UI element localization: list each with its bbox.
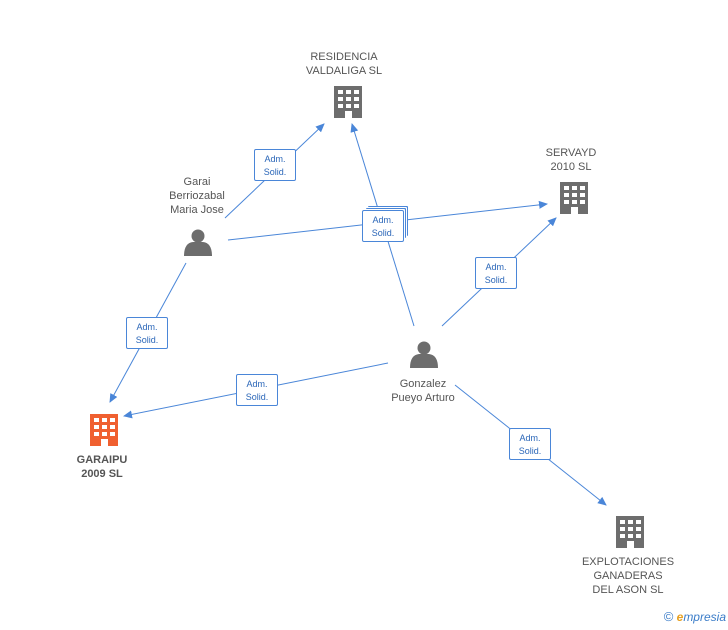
brand-footer: © empresia [664,609,726,624]
relation-type: Solid. [371,228,395,238]
company-label-garaipu[interactable]: GARAIPU 2009 SL [77,453,128,481]
company-label-servayd[interactable]: SERVAYD 2010 SL [546,146,597,174]
relation-type: Solid. [263,167,287,177]
label-line: Garai [183,176,211,188]
relation-type: Solid. [484,275,508,285]
person-label-garai[interactable]: Garai Berriozabal Maria Jose [169,175,225,217]
person-icon[interactable] [184,229,212,257]
label-line: DEL ASON SL [592,584,664,596]
brand-logo-text: mpresia [683,610,726,624]
label-line: SERVAYD [545,147,597,159]
relation-role: Adm. [246,379,268,389]
relation-type: Solid. [518,446,542,456]
person-icon[interactable] [410,341,438,369]
relation-box[interactable]: Adm. Solid. [254,149,296,181]
label-line: GANADERAS [593,570,663,582]
label-line: 2010 SL [550,161,592,173]
label-line: VALDALIGA SL [305,65,383,77]
label-line: Pueyo Arturo [391,392,455,404]
label-line: Berriozabal [169,190,225,202]
relation-box-stacked[interactable]: Adm. Solid. [362,210,404,242]
building-icon[interactable] [334,86,362,118]
relation-box[interactable]: Adm. Solid. [126,317,168,349]
relation-role: Adm. [519,433,541,443]
building-icon[interactable] [560,182,588,214]
relation-type: Solid. [245,392,269,402]
copyright-icon: © [663,609,674,624]
company-label-residencia[interactable]: RESIDENCIA VALDALIGA SL [306,50,382,78]
label-line: Gonzalez [399,378,447,390]
person-label-gonzalez[interactable]: Gonzalez Pueyo Arturo [391,377,455,405]
brand-logo-e: e [676,610,684,624]
relation-type: Solid. [135,335,159,345]
relation-role: Adm. [136,322,158,332]
label-line: RESIDENCIA [310,51,378,63]
building-icon[interactable] [616,516,644,548]
company-label-explotaciones[interactable]: EXPLOTACIONES GANADERAS DEL ASON SL [582,555,674,597]
relation-role: Adm. [485,262,507,272]
label-line: GARAIPU [76,454,128,466]
relation-box[interactable]: Adm. Solid. [236,374,278,406]
relation-role: Adm. [372,215,394,225]
relation-box[interactable]: Adm. Solid. [475,257,517,289]
relation-role: Adm. [264,154,286,164]
focus-building-icon[interactable] [90,414,118,446]
relation-box[interactable]: Adm. Solid. [509,428,551,460]
label-line: Maria Jose [170,204,224,216]
label-line: 2009 SL [81,468,123,480]
label-line: EXPLOTACIONES [581,556,675,568]
